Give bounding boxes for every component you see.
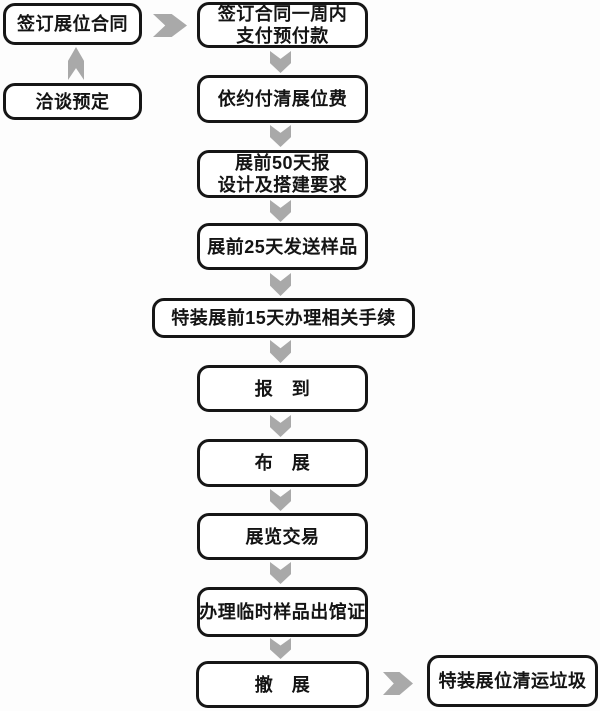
flow-node-check-in: 报 到 <box>197 365 368 412</box>
node-label: 报 到 <box>254 378 311 399</box>
node-label: 签订合同一周内 <box>217 4 348 24</box>
flow-node-set-up-exhibit: 布 展 <box>197 439 368 487</box>
arrow-up-icon <box>68 47 84 80</box>
flow-node-sample-exit-pass: 办理临时样品出馆证 <box>197 587 368 637</box>
arrow-down-icon <box>270 273 291 296</box>
arrow-right-icon <box>383 672 413 695</box>
node-label: 特装展位清运垃圾 <box>438 671 587 691</box>
arrow-down-icon <box>270 340 291 363</box>
flow-node-exhibition-trade: 展览交易 <box>197 513 368 560</box>
flow-node-negotiate-booking: 洽谈预定 <box>3 83 142 120</box>
node-label: 展前50天报 <box>234 153 331 173</box>
flow-node-clear-garbage: 特装展位清运垃圾 <box>427 655 598 707</box>
flow-node-tear-down: 撤 展 <box>196 661 369 708</box>
arrow-down-icon <box>270 51 291 73</box>
flow-node-pay-deposit: 签订合同一周内 支付预付款 <box>197 2 368 48</box>
arrow-down-icon <box>270 562 291 584</box>
node-label: 办理临时样品出馆证 <box>199 602 366 622</box>
arrow-right-icon <box>153 14 187 37</box>
node-label: 展前25天发送样品 <box>207 236 358 257</box>
arrow-down-icon <box>270 415 291 437</box>
node-label: 布 展 <box>254 453 311 473</box>
flow-node-submit-design: 展前50天报 设计及搭建要求 <box>197 150 368 198</box>
arrow-down-icon <box>270 125 291 147</box>
flow-node-special-procedures: 特装展前15天办理相关手续 <box>152 298 415 338</box>
flow-node-sign-booth-contract: 签订展位合同 <box>3 3 142 45</box>
node-label: 支付预付款 <box>236 26 329 46</box>
node-label: 展览交易 <box>245 526 320 547</box>
node-label: 特装展前15天办理相关手续 <box>171 308 396 328</box>
node-label: 洽谈预定 <box>35 91 110 112</box>
flow-node-pay-booth-fee: 依约付清展位费 <box>197 75 368 123</box>
arrow-down-icon <box>270 200 291 222</box>
node-label: 设计及搭建要求 <box>217 175 348 195</box>
arrow-down-icon <box>270 638 291 659</box>
node-label: 依约付清展位费 <box>217 89 348 109</box>
node-label: 签订展位合同 <box>17 14 128 34</box>
node-label: 撤 展 <box>254 674 311 695</box>
flow-node-send-samples: 展前25天发送样品 <box>197 223 368 270</box>
arrow-down-icon <box>270 489 291 511</box>
